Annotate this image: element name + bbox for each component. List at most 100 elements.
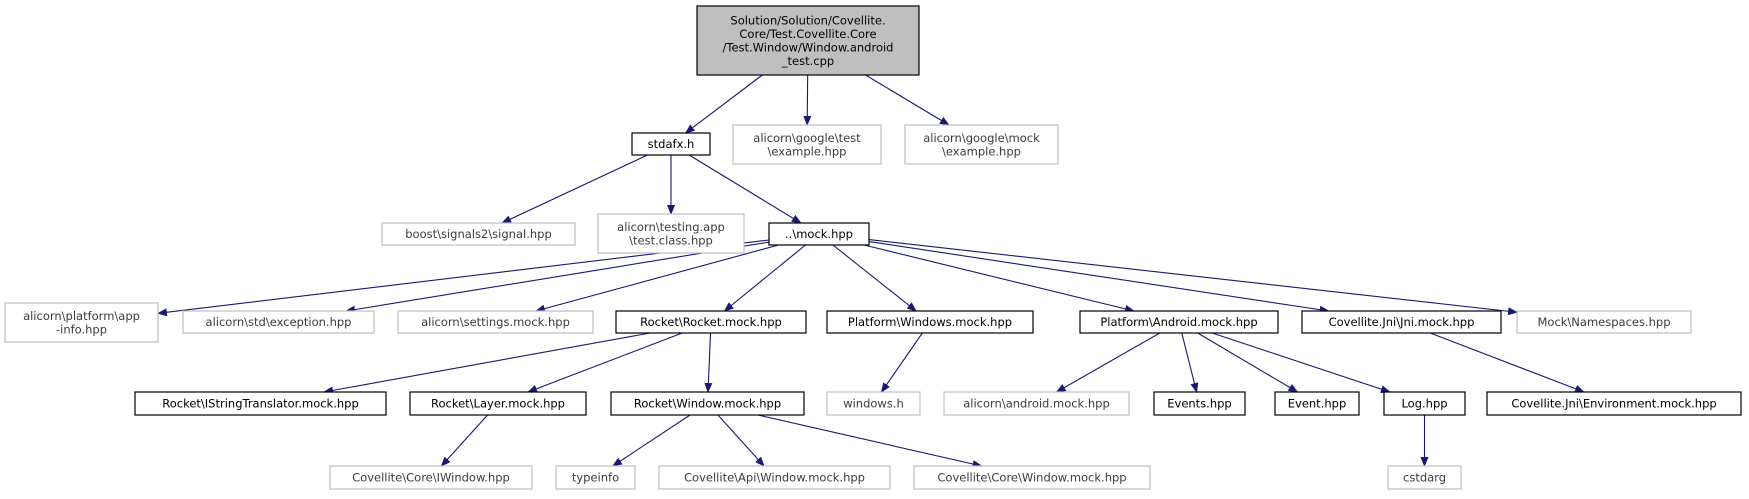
node-box (1516, 310, 1692, 334)
node-label-line: Event.hpp (1288, 397, 1347, 411)
node-rocket-layer[interactable]: Rocket\Layer.mock.hpp (409, 391, 587, 416)
edge-root-to-stdafx (684, 74, 763, 134)
node-android-mock[interactable]: alicorn\android.mock.hpp (943, 391, 1130, 416)
node-istring-translator[interactable]: Rocket\IStringTranslator.mock.hpp (134, 391, 387, 416)
node-jni-environment[interactable]: Covellite.Jni\Environment.mock.hpp (1486, 391, 1742, 416)
node-box (134, 391, 387, 416)
node-mock-namespaces[interactable]: Mock\Namespaces.hpp (1516, 310, 1692, 334)
node-events-hpp[interactable]: Events.hpp (1153, 391, 1246, 416)
node-box (1383, 391, 1466, 416)
node-label-line: Mock\Namespaces.hpp (1537, 315, 1670, 329)
node-cstdarg[interactable]: cstdarg (1387, 465, 1462, 490)
node-std-exception[interactable]: alicorn\std\exception.hpp (182, 310, 375, 334)
edge-platform_android-to-events_hpp (1181, 332, 1199, 393)
node-rocket-window[interactable]: Rocket\Window.mock.hpp (610, 391, 805, 416)
node-label-line: Solution/Solution/Covellite. (730, 13, 885, 27)
node-box (826, 310, 1034, 334)
edge-stdafx-to-mock_hpp (688, 154, 802, 224)
node-api-window[interactable]: Covellite\Api\Window.mock.hpp (658, 465, 891, 490)
node-core-window[interactable]: Covellite\Core\Window.mock.hpp (913, 465, 1151, 490)
node-stdafx[interactable]: stdafx.h (631, 132, 711, 156)
edge-mock_hpp-to-std_exception (345, 241, 770, 314)
node-box (732, 124, 882, 165)
node-mock-hpp[interactable]: ..\mock.hpp (768, 222, 870, 246)
edge-mock_hpp-to-platform_windows (832, 244, 917, 312)
node-event-hpp[interactable]: Event.hpp (1274, 391, 1360, 416)
node-label-line: Covellite\Core\Window.mock.hpp (937, 471, 1126, 485)
node-platform-app[interactable]: alicorn\platform\app-info.hpp (4, 302, 159, 343)
node-box (696, 5, 920, 76)
node-label-line: cstdarg (1403, 471, 1446, 485)
edge-rocket_layer-to-iwindow (440, 414, 488, 467)
node-box (597, 213, 745, 254)
node-windows-h[interactable]: windows.h (826, 391, 921, 416)
node-platform-windows[interactable]: Platform\Windows.mock.hpp (826, 310, 1034, 334)
node-boost-signal[interactable]: boost\signals2\signal.hpp (381, 222, 576, 246)
node-label-line: Platform\Windows.mock.hpp (848, 315, 1012, 329)
edge-stdafx-to-boost_signal (501, 154, 648, 224)
node-label-line: typeinfo (572, 471, 619, 485)
edge-jni_mock-to-jni_environment (1429, 332, 1585, 393)
node-box (381, 222, 576, 246)
node-box (1387, 465, 1462, 490)
node-label-line: _test.cpp (781, 54, 834, 68)
node-label-line: Rocket\Rocket.mock.hpp (640, 315, 782, 329)
edge-rocket_window-to-api_window (717, 414, 765, 467)
node-label-line: Rocket\Layer.mock.hpp (431, 397, 565, 411)
node-box (826, 391, 921, 416)
node-label-line: Rocket\IStringTranslator.mock.hpp (162, 397, 359, 411)
edge-mock_hpp-to-settings_mock (534, 244, 779, 313)
node-box (610, 391, 805, 416)
edge-mock_hpp-to-rocket_mock (723, 244, 806, 312)
edge-rocket_mock-to-rocket_window (704, 332, 713, 393)
node-box (615, 310, 807, 334)
node-label-line: Core/Test.Covellite.Core (739, 27, 876, 41)
node-label-line: Covellite.Jni\Environment.mock.hpp (1511, 397, 1716, 411)
node-settings-mock[interactable]: alicorn\settings.mock.hpp (397, 310, 594, 334)
edge-root-to-google_mock (865, 74, 950, 126)
node-label-line: windows.h (843, 397, 904, 411)
node-google-test[interactable]: alicorn\google\test\example.hpp (732, 124, 882, 165)
node-label-line: alicorn\testing.app (617, 220, 725, 234)
node-platform-android[interactable]: Platform\Android.mock.hpp (1079, 310, 1279, 334)
edge-platform_android-to-android_mock (1055, 332, 1161, 393)
node-box (943, 391, 1130, 416)
node-box (768, 222, 870, 246)
node-label-line: -info.hpp (56, 322, 107, 336)
node-root[interactable]: Solution/Solution/Covellite.Core/Test.Co… (696, 5, 920, 76)
node-label-line: Covellite\Core\IWindow.hpp (352, 471, 510, 485)
node-label-line: \example.hpp (942, 144, 1021, 158)
edge-rocket_window-to-typeinfo (612, 414, 691, 467)
node-testing-app[interactable]: alicorn\testing.app\test.class.hpp (597, 213, 745, 254)
node-box (1486, 391, 1742, 416)
node-label-line: Covellite\Api\Window.mock.hpp (684, 471, 865, 485)
node-label-line: Platform\Android.mock.hpp (1100, 315, 1257, 329)
node-google-mock[interactable]: alicorn\google\mock\example.hpp (904, 124, 1059, 165)
node-label-line: alicorn\platform\app (23, 309, 140, 323)
node-box (182, 310, 375, 334)
node-box (658, 465, 891, 490)
node-label-line: \example.hpp (768, 144, 847, 158)
node-jni-mock[interactable]: Covellite.Jni\Jni.mock.hpp (1301, 310, 1502, 334)
node-label-line: Rocket\Window.mock.hpp (634, 397, 781, 411)
node-iwindow[interactable]: Covellite\Core\IWindow.hpp (329, 465, 533, 490)
edge-rocket_mock-to-istring_translator (323, 332, 651, 395)
edge-rocket_window-to-core_window (757, 414, 983, 468)
node-label-line: ..\mock.hpp (785, 227, 853, 241)
node-box (329, 465, 533, 490)
node-label-line: Log.hpp (1401, 397, 1447, 411)
node-label-line: boost\signals2\signal.hpp (405, 227, 552, 241)
node-label-line: alicorn\std\exception.hpp (206, 315, 352, 329)
edge-platform_android-to-log_hpp (1211, 332, 1391, 393)
edge-platform_windows-to-windows_h (880, 332, 923, 393)
node-box (1153, 391, 1246, 416)
node-box (397, 310, 594, 334)
node-log-hpp[interactable]: Log.hpp (1383, 391, 1466, 416)
edge-rocket_mock-to-rocket_layer (527, 332, 683, 393)
node-label-line: \test.class.hpp (629, 233, 713, 247)
node-typeinfo[interactable]: typeinfo (555, 465, 636, 490)
edges-layer (157, 74, 1585, 468)
node-rocket-mock[interactable]: Rocket\Rocket.mock.hpp (615, 310, 807, 334)
node-box (1301, 310, 1502, 334)
node-box (913, 465, 1151, 490)
